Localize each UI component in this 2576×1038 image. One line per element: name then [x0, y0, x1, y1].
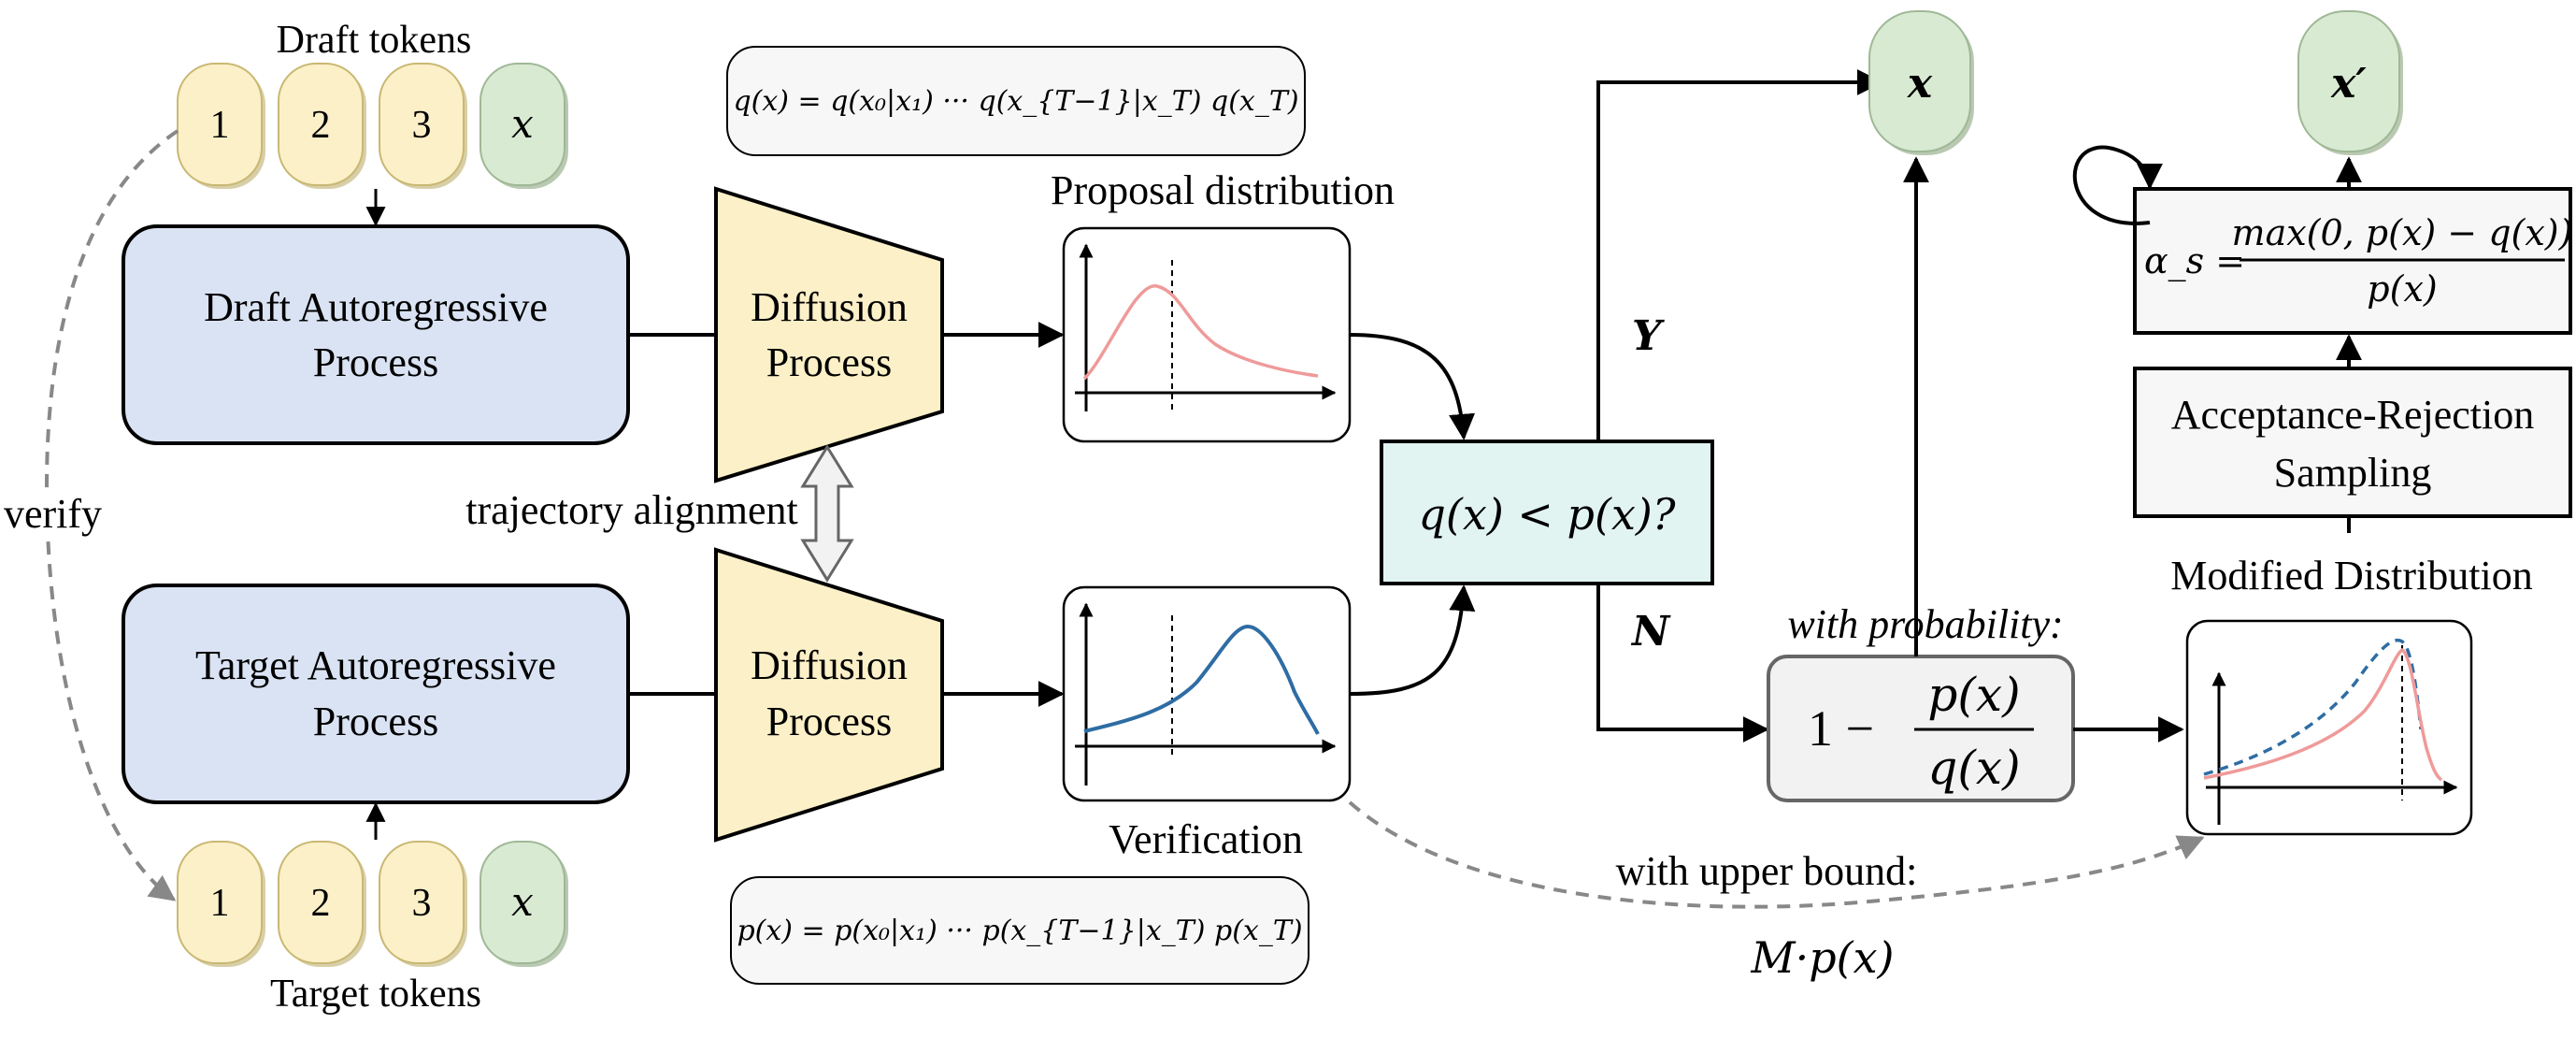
- svg-text:Diffusion: Diffusion: [751, 642, 908, 688]
- trajectory-alignment-arrow: [800, 444, 854, 583]
- svg-text:q(x) < p(x)?: q(x) < p(x)?: [1418, 489, 1675, 540]
- draft-diffusion-process: Diffusion Process: [714, 186, 944, 483]
- svg-text:Process: Process: [766, 699, 892, 744]
- svg-text:p(x): p(x): [2367, 268, 2437, 310]
- acceptance-rejection-sampling-box: Acceptance-Rejection Sampling: [2133, 367, 2572, 518]
- svg-text:α_s =: α_s =: [2144, 240, 2245, 282]
- svg-text:Sampling: Sampling: [2274, 450, 2432, 496]
- svg-text:2: 2: [311, 882, 331, 925]
- upper-bound-arrow: [1348, 800, 2205, 909]
- svg-text:1: 1: [210, 104, 230, 147]
- modified-distribution-label: Modified Distribution: [2170, 553, 2532, 598]
- svg-text:p(x) = p(x₀|x₁) ··· p(x_{T−1}|: p(x) = p(x₀|x₁) ··· p(x_{T−1}|x_T) p(x_T…: [737, 915, 1302, 947]
- svg-text:q(x) = q(x₀|x₁) ··· q(x_{T−1}|: q(x) = q(x₀|x₁) ··· q(x_{T−1}|x_T) q(x_T…: [733, 85, 1298, 118]
- svg-text:Process: Process: [313, 339, 438, 385]
- draft-tokens-label: Draft tokens: [277, 19, 472, 62]
- acceptance-ratio-box: α_s = max(0, p(x) − q(x)) p(x): [2133, 187, 2573, 335]
- svg-text:Target Autoregressive: Target Autoregressive: [195, 642, 556, 688]
- rejection-probability-box: 1 − p(x) q(x): [1767, 655, 2075, 802]
- svg-text:Acceptance-Rejection: Acceptance-Rejection: [2171, 392, 2534, 438]
- draft-token-x: x: [479, 63, 568, 189]
- yes-label: Y: [1632, 312, 1665, 360]
- target-token-row: 1 2 3 x: [177, 841, 568, 967]
- verify-label: verify: [4, 491, 102, 537]
- svg-text:3: 3: [412, 104, 432, 147]
- output-x: x: [1868, 10, 1974, 155]
- with-probability-label: with probability:: [1787, 601, 2063, 647]
- svg-text:max(0, p(x) − q(x)): max(0, p(x) − q(x)): [2232, 212, 2573, 253]
- target-token-2: 2: [278, 841, 366, 967]
- svg-text:p(x): p(x): [1927, 668, 2020, 722]
- no-label: N: [1630, 608, 1671, 656]
- draft-token-1: 1: [177, 63, 265, 189]
- svg-text:x: x: [511, 879, 534, 925]
- svg-text:Diffusion: Diffusion: [751, 284, 908, 330]
- verify-arrow: [44, 129, 179, 901]
- target-autoregressive-process: Target Autoregressive Process: [122, 584, 630, 804]
- target-tokens-label: Target tokens: [270, 973, 481, 1016]
- svg-text:Process: Process: [313, 699, 438, 744]
- verification-label: Verification: [1109, 816, 1303, 862]
- target-token-x: x: [479, 841, 568, 967]
- target-diffusion-process: Diffusion Process: [714, 547, 944, 843]
- with-upper-bound-label: with upper bound:: [1616, 848, 1918, 894]
- trajectory-alignment-label: trajectory alignment: [465, 487, 798, 533]
- q-chain-formula: q(x) = q(x₀|x₁) ··· q(x_{T−1}|x_T) q(x_T…: [726, 46, 1306, 156]
- target-token-3: 3: [379, 841, 467, 967]
- p-chain-formula: p(x) = p(x₀|x₁) ··· p(x_{T−1}|x_T) p(x_T…: [730, 876, 1309, 985]
- svg-text:q(x): q(x): [1927, 741, 2020, 795]
- draft-token-row: 1 2 3 x: [177, 63, 568, 189]
- svg-text:Draft Autoregressive: Draft Autoregressive: [204, 284, 548, 330]
- upper-bound-expression: M·p(x): [1750, 932, 1894, 983]
- draft-token-2: 2: [278, 63, 366, 189]
- svg-text:1 −: 1 −: [1808, 700, 1874, 757]
- svg-text:1: 1: [210, 882, 230, 925]
- modified-distribution-plot: [2185, 619, 2473, 836]
- proposal-distribution-label: Proposal distribution: [1051, 167, 1395, 213]
- resample-loop-arrow: [2072, 145, 2163, 225]
- draft-autoregressive-process: Draft Autoregressive Process: [122, 224, 630, 445]
- svg-text:x′: x′: [2330, 60, 2367, 108]
- svg-text:x: x: [1907, 60, 1933, 108]
- decision-box: q(x) < p(x)?: [1380, 440, 1714, 585]
- proposal-distribution-plot: [1062, 226, 1352, 443]
- svg-text:Process: Process: [766, 339, 892, 385]
- output-x-prime: x′: [2297, 10, 2403, 155]
- verification-plot: [1062, 585, 1352, 802]
- svg-text:x: x: [511, 101, 534, 147]
- draft-token-3: 3: [379, 63, 467, 189]
- target-token-1: 1: [177, 841, 265, 967]
- svg-text:3: 3: [412, 882, 432, 925]
- svg-text:2: 2: [311, 104, 331, 147]
